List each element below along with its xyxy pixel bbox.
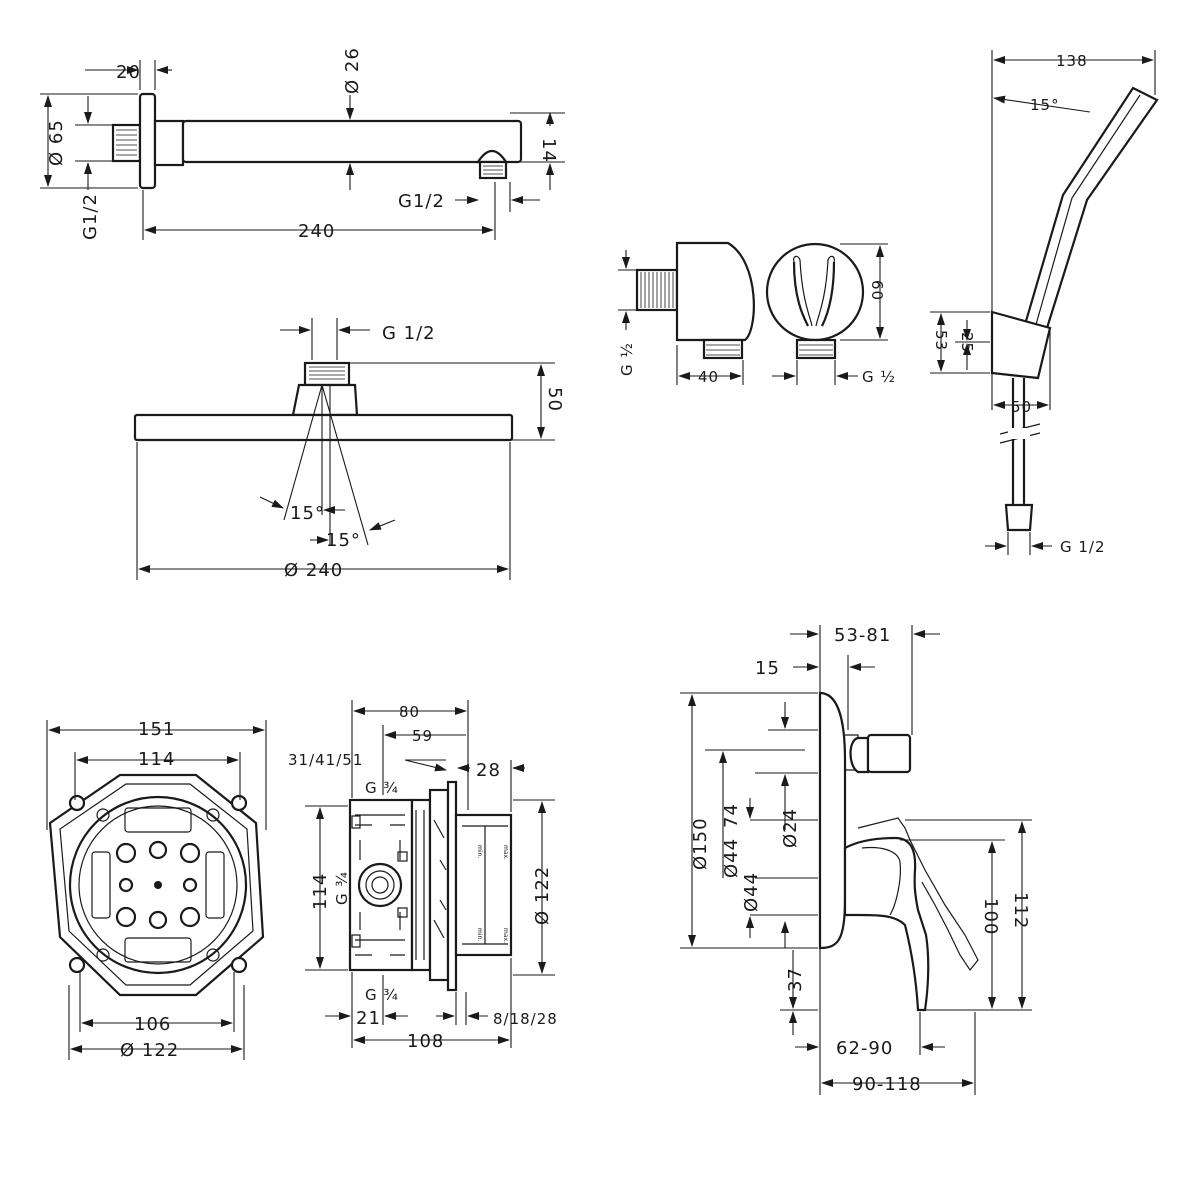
dim-25: 25 [958, 332, 976, 353]
mark-max-top: max. [502, 845, 509, 860]
shower-arm-drawing [111, 92, 523, 190]
overhead-shower-view: G 1/2 50 15° 15° Ø 240 [133, 318, 565, 581]
dim-15: 15 [755, 658, 780, 679]
dim-90-118: 90-118 [852, 1074, 922, 1095]
dim-g12: G 1/2 [382, 323, 436, 344]
dim-106: 106 [134, 1014, 171, 1035]
install-box-front-view: 151 114 106 Ø 122 [46, 719, 267, 1061]
dim-59: 59 [412, 727, 433, 745]
dim-62-90: 62-90 [836, 1038, 893, 1059]
g34-mid: G ¾ [333, 871, 351, 905]
mixer-drawing [818, 691, 979, 1012]
dim-d44a: Ø44 [721, 838, 742, 878]
dim-14: 14 [538, 138, 559, 163]
dim-151: 151 [138, 719, 175, 740]
overhead-dimension-lines [136, 318, 555, 580]
dim-d122: Ø 122 [532, 866, 553, 925]
shower-arm-view: 20 Ø 26 Ø 65 14 G1/2 G1/2 240 [40, 47, 565, 242]
g34-bottom: G ¾ [365, 986, 399, 1004]
angle: 15° [1030, 96, 1060, 114]
angle-a: 15° [290, 503, 325, 524]
dim-114: 114 [138, 749, 175, 770]
dim-60: 60 [868, 280, 886, 301]
mark-max-bottom: max. [502, 928, 509, 943]
box-front-dimension-lines [46, 720, 267, 1060]
dim-8-18-28: 8/18/28 [493, 1010, 558, 1028]
dim-138: 138 [1056, 52, 1088, 70]
wall-outlet-drawing [635, 241, 865, 360]
dim-20: 20 [116, 62, 141, 83]
dim-74: 74 [721, 803, 742, 828]
dim-53: 53 [932, 330, 950, 351]
dim-g12: G 1/2 [1060, 538, 1106, 556]
hand-shower-dimension-lines [930, 50, 1156, 555]
arm-dimension-lines [40, 60, 565, 240]
dim-d44b: Ø44 [741, 872, 762, 912]
hand-shower-drawing [990, 86, 1159, 532]
dim-114: 114 [310, 873, 331, 910]
dim-g12-side: G ½ [618, 342, 636, 376]
outlet-dimension-lines [618, 243, 888, 385]
dim-g12-left: G1/2 [80, 193, 101, 240]
install-box-side-view: min. max. min. max. [288, 700, 558, 1052]
dim-80: 80 [399, 703, 420, 721]
dim-53-81: 53-81 [834, 625, 891, 646]
box-side-dimension-lines [305, 700, 555, 1048]
dim-g12-bottom: G ½ [862, 368, 896, 386]
mark-min-top: min. [476, 845, 483, 858]
dim-50: 50 [544, 387, 565, 412]
overhead-shower-drawing [133, 361, 514, 442]
dim-108: 108 [407, 1031, 444, 1052]
dim-31-41-51: 31/41/51 [288, 751, 363, 769]
dim-d150: Ø150 [690, 817, 711, 870]
dim-21: 21 [356, 1008, 381, 1029]
dim-d122: Ø 122 [120, 1040, 179, 1061]
g34-top: G ¾ [365, 779, 399, 797]
dim-37: 37 [785, 967, 806, 992]
dim-d65: Ø 65 [46, 119, 67, 166]
dim-g12-outlet: G1/2 [398, 191, 445, 212]
dim-d240: Ø 240 [284, 560, 343, 581]
mark-min-bottom: min. [476, 928, 483, 941]
dim-d24: Ø24 [780, 808, 801, 848]
angle-b: 15° [326, 530, 361, 551]
mixer-view: 53-81 15 Ø150 74 Ø24 Ø44 Ø44 100 112 37 … [680, 625, 1032, 1095]
dim-50: 50 [1011, 398, 1032, 416]
dim-240: 240 [298, 221, 335, 242]
dim-28: 28 [476, 760, 501, 781]
install-box-side-drawing [348, 780, 513, 992]
wall-outlet-view: G ½ 40 60 G ½ [618, 241, 896, 386]
install-box-front-drawing [48, 773, 265, 997]
mixer-dimension-lines [680, 625, 1032, 1095]
dim-112: 112 [1010, 892, 1031, 929]
hand-shower-view: 138 15° 53 25 50 G 1/2 [930, 50, 1159, 556]
dim-40: 40 [698, 368, 719, 386]
dim-d26: Ø 26 [342, 47, 363, 94]
dim-100: 100 [980, 898, 1001, 935]
